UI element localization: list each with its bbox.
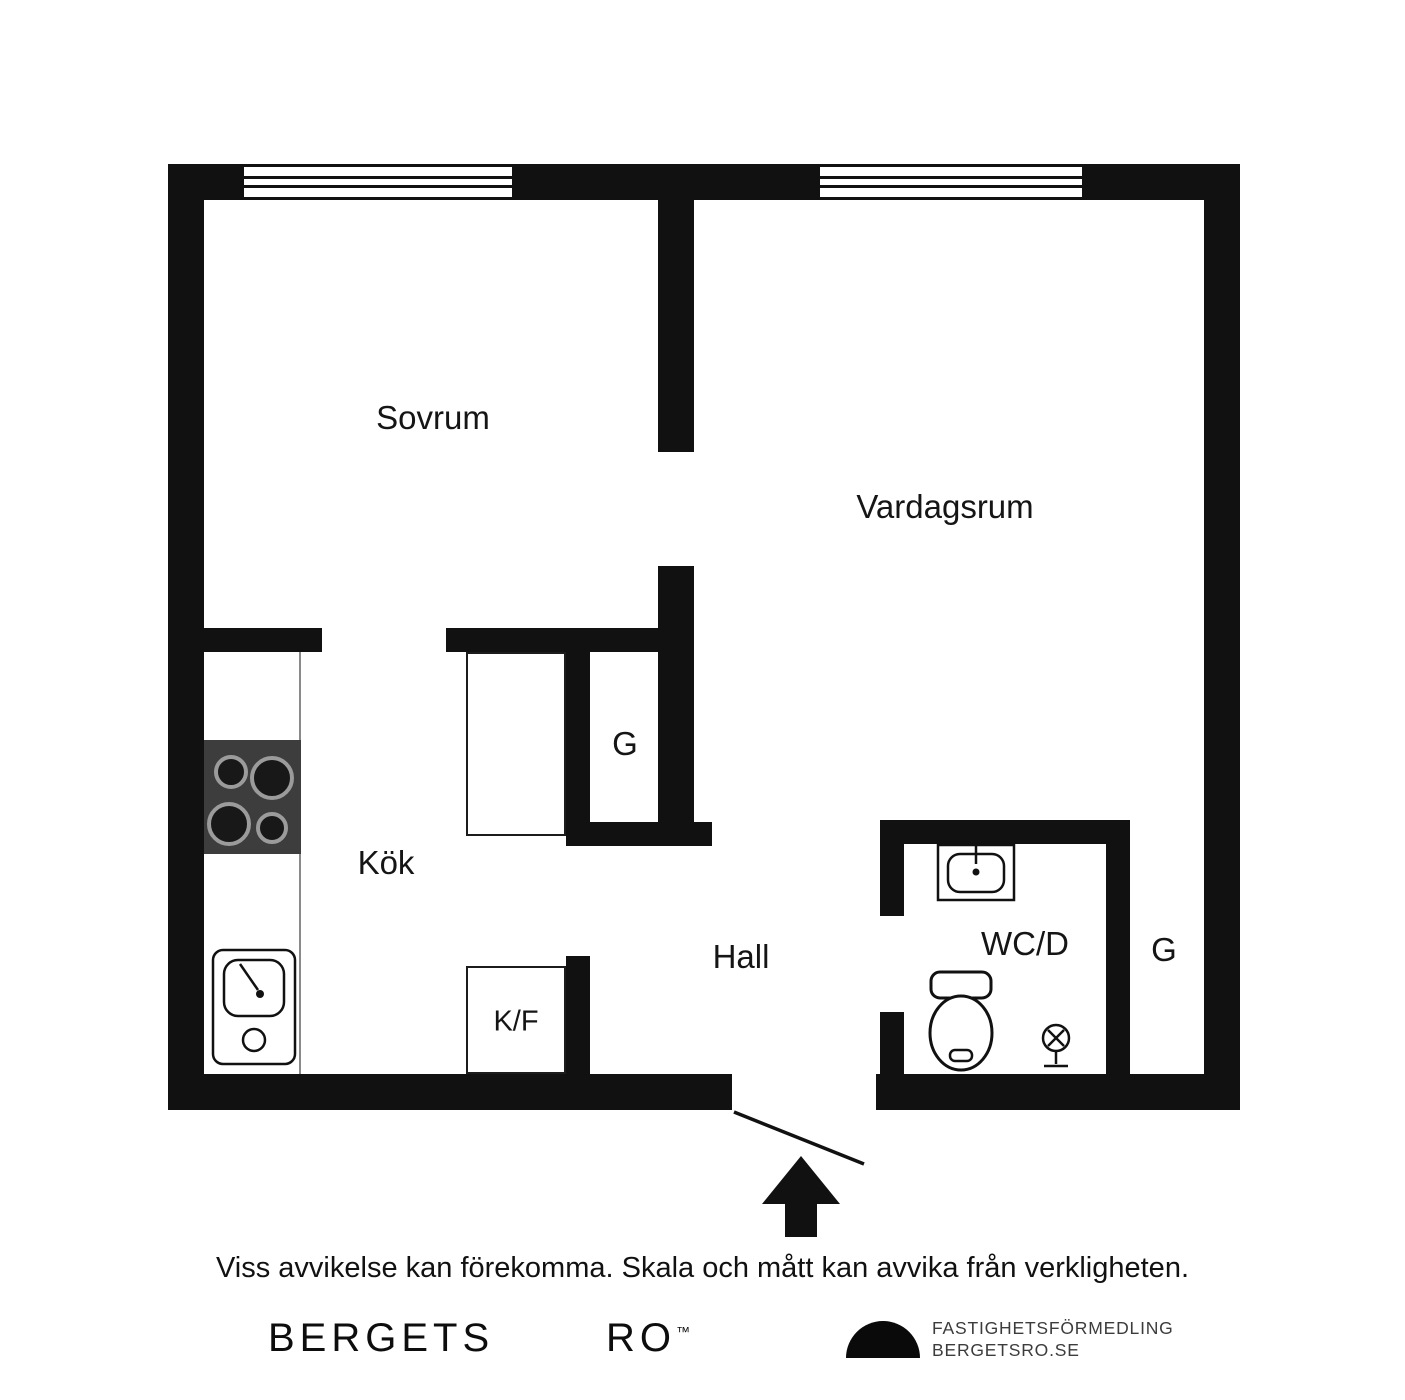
floor-drain-icon: [1041, 1023, 1071, 1068]
entrance-door-swing: [733, 1110, 865, 1166]
wardrobe-cabinet: [466, 652, 566, 836]
room-label-livingroom: Vardagsrum: [856, 488, 1034, 525]
toilet-icon: [928, 970, 994, 1072]
wall-kitchen-bedroom: [204, 628, 322, 652]
wall-right: [1204, 164, 1240, 1110]
counter-edge-line: [299, 652, 301, 1074]
trademark-symbol: ™: [676, 1323, 690, 1340]
wall-bottom-left: [168, 1074, 732, 1110]
entrance-arrow-icon: [762, 1156, 840, 1237]
label-fridge-freezer: K/F: [493, 1005, 539, 1038]
brand-wordmark-ro: RO™: [606, 1316, 690, 1361]
room-label-closet-hall: G: [612, 725, 638, 762]
wall-closet-bottom: [566, 822, 712, 846]
agency-line-1: FASTIGHETSFÖRMEDLING: [932, 1318, 1174, 1338]
agency-text-block: FASTIGHETSFÖRMEDLING BERGETSRO.SE: [932, 1317, 1174, 1361]
window-bedroom-icon: [244, 164, 512, 200]
wall-closet-top: [446, 628, 658, 652]
room-label-closet-right: G: [1151, 931, 1177, 968]
fridge-freezer-cabinet: [466, 966, 566, 1074]
window-pane: [820, 176, 1082, 188]
room-label-wc: WC/D: [981, 925, 1069, 962]
kitchen-sink-icon: [211, 948, 297, 1066]
bathroom-sink-icon: [936, 843, 1016, 902]
wall-kf-right: [566, 956, 590, 1074]
wall-divider-lower: [658, 566, 694, 846]
room-label-kitchen: Kök: [357, 844, 415, 881]
disclaimer-text: Viss avvikelse kan förekomma. Skala och …: [215, 1252, 1189, 1284]
wall-bottom-right: [876, 1074, 1240, 1110]
wall-divider-upper: [658, 200, 694, 452]
wall-top-2: [512, 164, 820, 200]
stove-icon: [204, 740, 301, 854]
room-label-hall: Hall: [712, 938, 770, 975]
agency-line-2: BERGETSRO.SE: [932, 1340, 1080, 1360]
wall-closet-left: [566, 652, 590, 846]
room-label-bedroom: Sovrum: [376, 399, 490, 436]
wall-wc-top: [880, 820, 1130, 844]
wall-left: [168, 164, 204, 1110]
brand-wordmark-bergets: BERGETS: [268, 1316, 495, 1360]
window-pane: [244, 176, 512, 188]
brand-ro-text: RO: [606, 1316, 676, 1360]
wall-wc-left-lower: [880, 1012, 904, 1074]
wall-wc-left-upper: [880, 844, 904, 916]
window-livingroom-icon: [820, 164, 1082, 200]
wall-wc-right: [1106, 844, 1130, 1074]
